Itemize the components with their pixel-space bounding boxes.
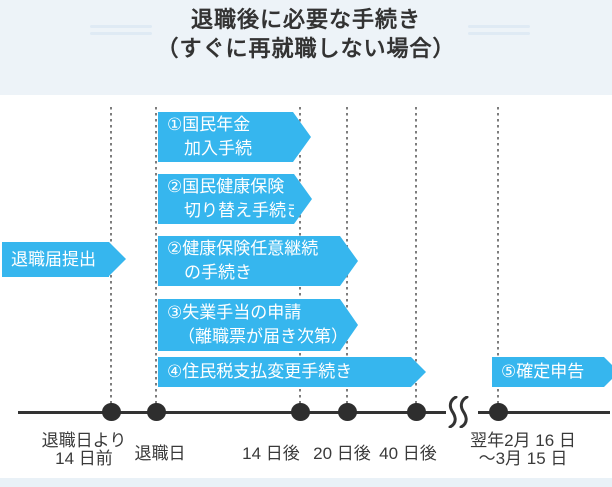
title-decor-lines-right <box>468 25 530 35</box>
timeline-dot <box>291 403 310 421</box>
axis-label-20-days-after: 20 日後 <box>292 445 392 463</box>
arrow-tip-icon <box>293 112 311 162</box>
banner-line1: ②健康保険任意継続 <box>167 239 319 258</box>
footer-band <box>0 478 612 487</box>
banner-pension-enrollment: ①国民年金 加入手続 <box>158 112 311 162</box>
timeline-dot <box>407 403 426 421</box>
arrow-tip-icon <box>109 242 126 276</box>
timeline-dot <box>147 403 166 421</box>
timeline-guide-line <box>155 107 157 413</box>
page-title: 退職後に必要な手続き （すぐに再就職しない場合） <box>0 5 612 63</box>
timeline-dot <box>338 403 357 421</box>
banner-resident-tax: ④住民税支払変更手続き <box>158 357 426 387</box>
axis-label-line: 14 日前 <box>55 449 113 468</box>
banner-resignation-notice: 退職届提出 <box>2 242 126 277</box>
axis-label-14-days-before: 退職日より 14 日前 <box>24 432 144 468</box>
banner-national-health-insurance: ②国民健康保険 切り替え手続き <box>158 174 312 224</box>
axis-label-line: 14 日後 <box>242 444 300 463</box>
axis-label-line: 退職日 <box>134 444 186 463</box>
title-decor-lines-left <box>90 25 152 35</box>
page-title-line1: 退職後に必要な手続き <box>190 7 421 32</box>
axis-label-line: ～3月 15 日 <box>478 449 568 468</box>
arrow-tip-icon <box>340 236 358 286</box>
banner-line1: ③失業手当の申請 <box>167 303 302 322</box>
arrow-tip-icon <box>411 357 426 387</box>
banner-line1: ①国民年金 <box>167 115 251 134</box>
axis-label-line: 翌年2月 16 日 <box>470 431 576 450</box>
axis-label-line: 40 日後 <box>379 444 437 463</box>
banner-line1: ④住民税支払変更手続き <box>167 362 353 381</box>
axis-break-icon <box>448 396 469 428</box>
banner-unemployment-benefit: ③失業手当の申請 （離職票が届き次第） <box>158 299 358 351</box>
axis-label-14-days-after: 14 日後 <box>221 445 321 463</box>
banner-final-tax-return: ⑤確定申告 <box>492 357 612 387</box>
timeline-dot <box>102 403 121 421</box>
timeline-guide-line <box>415 107 417 413</box>
timeline-dot <box>489 403 508 421</box>
banner-line1: ⑤確定申告 <box>501 362 585 381</box>
axis-label-retirement-day: 退職日 <box>110 445 210 463</box>
banner-line2: の手続き <box>184 263 252 282</box>
axis-label-40-days-after: 40 日後 <box>358 445 458 463</box>
page-title-line2: （すぐに再就職しない場合） <box>156 36 456 61</box>
banner-line1: ②国民健康保険 <box>167 177 285 196</box>
arrow-tip-icon <box>604 357 612 387</box>
axis-label-line: 退職日より <box>41 431 127 450</box>
timeline-axis <box>18 411 610 414</box>
axis-label-next-year-feb-mar: 翌年2月 16 日 ～3月 15 日 <box>443 432 603 468</box>
timeline-guide-line <box>497 107 499 413</box>
banner-voluntary-continuation: ②健康保険任意継続 の手続き <box>158 236 358 286</box>
axis-label-line: 20 日後 <box>313 444 371 463</box>
header-band: 退職後に必要な手続き （すぐに再就職しない場合） <box>0 0 612 95</box>
banner-line2: （離職票が届き次第） <box>178 327 348 346</box>
banner-label: 退職届提出 <box>11 249 96 269</box>
arrow-tip-icon <box>294 174 312 224</box>
banner-line2: 切り替え手続き <box>184 201 303 220</box>
arrow-tip-icon <box>340 299 358 351</box>
banner-line2: 加入手続 <box>184 139 252 158</box>
